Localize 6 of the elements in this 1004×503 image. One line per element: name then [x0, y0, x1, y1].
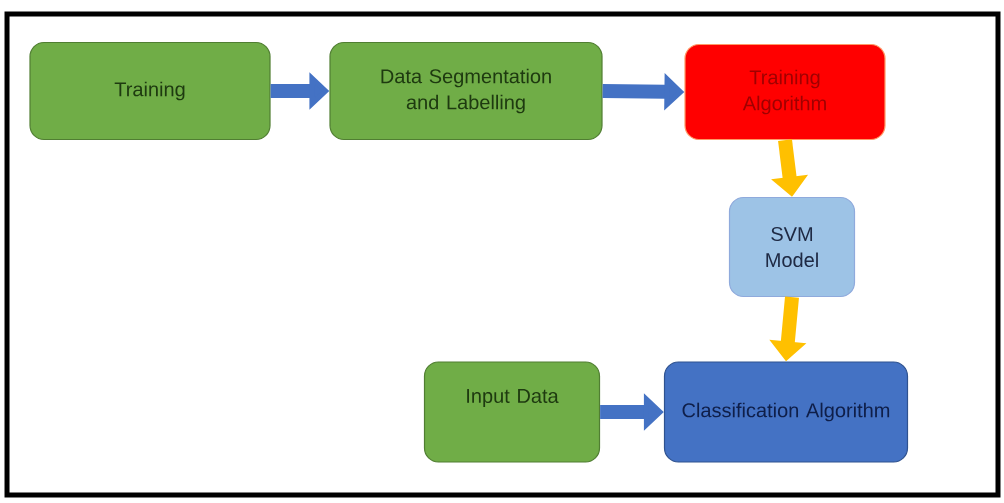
process-box: Classification Algorithm [663, 361, 909, 463]
process-box: Training [29, 41, 271, 141]
process-box: SVM Model [728, 196, 856, 298]
process-box: Data Segmentation and Labelling [329, 41, 603, 141]
process-box: Training Algorithm [684, 43, 886, 141]
process-box: Input Data [423, 361, 601, 463]
